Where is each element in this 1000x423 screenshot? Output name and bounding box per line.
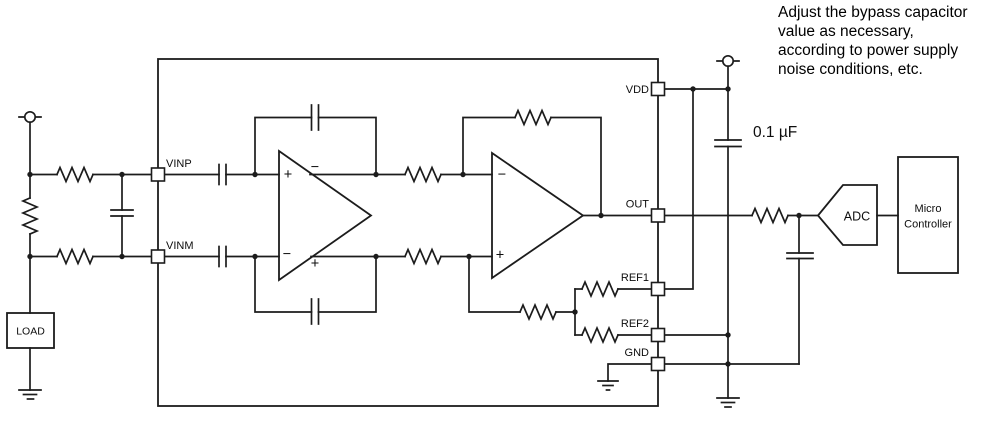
- pin-vinm: [150, 249, 166, 264]
- mcu-label-line2: Controller: [904, 219, 952, 231]
- adc-label: ADC: [844, 210, 870, 224]
- pin-ref2: [650, 327, 666, 343]
- pin-label-ref2: REF2: [621, 318, 649, 330]
- pin-label-out: OUT: [626, 199, 650, 211]
- annotation-note: Adjust the bypass capacitor value as nec…: [778, 3, 1000, 79]
- sensor-terminal: [18, 110, 42, 176]
- annotation-line-3: according to power supply: [778, 42, 959, 59]
- pin-label-ref1: REF1: [621, 272, 649, 284]
- ground-symbol-supply: [716, 397, 740, 408]
- amp1-input-minus-sign: −: [283, 247, 291, 263]
- amp2-feedback-resistor: [513, 108, 553, 127]
- ic-pin-squares: [150, 81, 666, 372]
- pin-vinp: [150, 167, 166, 182]
- ground-symbol-gnd-pin: [597, 363, 653, 391]
- power-terminal: [716, 54, 740, 90]
- amp1-feedback-capacitor-top: [254, 104, 377, 176]
- interstage-resistor-top: [403, 165, 443, 184]
- bypass-capacitor: [714, 88, 742, 399]
- ref-series-resistor: [518, 302, 558, 322]
- pin-label-vinm: VINM: [166, 240, 194, 252]
- amp1-output-minus-sign: −: [311, 160, 319, 176]
- adc-input-capacitor: [786, 214, 814, 365]
- sensor-bridge-resistor: [20, 196, 40, 236]
- output-series-resistor: [750, 206, 790, 225]
- bypass-cap-value-label: 0.1 µF: [753, 124, 797, 141]
- diff-amp-symbol: [278, 149, 373, 282]
- wires: [18, 54, 899, 408]
- interstage-resistor-bottom: [403, 247, 443, 266]
- pin-vdd: [650, 81, 666, 97]
- adc-block: [816, 184, 878, 246]
- input-lowpass-capacitor: [110, 173, 134, 258]
- output-amp-symbol: [491, 151, 585, 280]
- annotation-line-1: Adjust the bypass capacitor: [778, 4, 968, 21]
- pin-label-gnd: GND: [625, 347, 650, 359]
- amp1-input-plus-sign: +: [284, 167, 292, 183]
- amp1-output-plus-sign: +: [311, 256, 319, 272]
- pin-label-vdd: VDD: [626, 84, 649, 96]
- mcu-label-line1: Micro: [915, 203, 942, 215]
- annotation-line-2: value as necessary,: [778, 23, 914, 40]
- load-block: [6, 312, 55, 349]
- ic-package-outline: [157, 58, 659, 407]
- resistors: [20, 108, 790, 345]
- pin-gnd: [650, 356, 666, 372]
- ref1-resistor: [580, 279, 620, 299]
- amp1-feedback-capacitor-bottom: [254, 255, 377, 325]
- pin-out: [650, 208, 666, 223]
- load-label: LOAD: [16, 326, 45, 338]
- pin-ref1: [650, 281, 666, 297]
- amp2-input-plus-sign: +: [496, 248, 504, 264]
- ref2-resistor: [580, 325, 620, 345]
- sensor-series-resistor-bottom: [55, 247, 95, 266]
- amp2-input-minus-sign: −: [498, 167, 506, 183]
- pin-label-vinp: VINP: [166, 158, 192, 170]
- sensor-series-resistor-top: [55, 165, 95, 184]
- junction-dots: [27, 86, 802, 367]
- annotation-line-4: noise conditions, etc.: [778, 61, 923, 78]
- microcontroller-block: [897, 156, 959, 274]
- ground-symbol-load: [18, 347, 42, 400]
